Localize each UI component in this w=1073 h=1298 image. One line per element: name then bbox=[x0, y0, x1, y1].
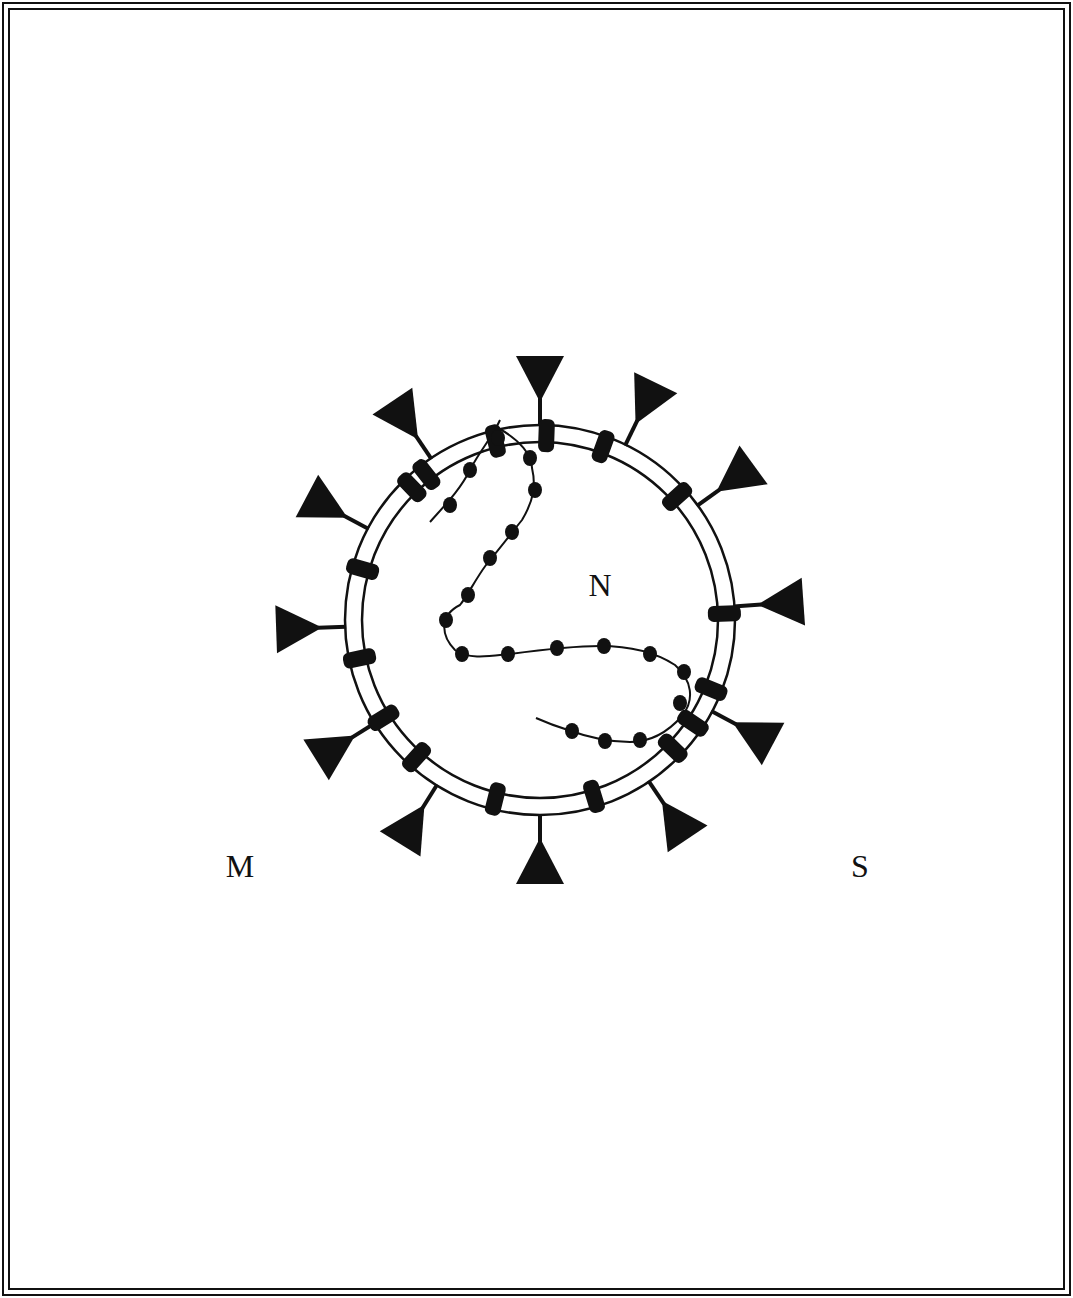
envelope-inner bbox=[362, 442, 718, 798]
spike-proteins bbox=[275, 356, 805, 884]
region-letter: M bbox=[226, 850, 254, 882]
region-letter: S bbox=[851, 850, 869, 882]
region-letter: N bbox=[588, 569, 611, 601]
envelope-outer bbox=[345, 425, 735, 815]
inner-frame bbox=[9, 9, 1064, 1289]
rna-nucleocapsid bbox=[430, 420, 691, 749]
outer-frame bbox=[3, 3, 1070, 1295]
membrane-proteins bbox=[342, 419, 741, 817]
